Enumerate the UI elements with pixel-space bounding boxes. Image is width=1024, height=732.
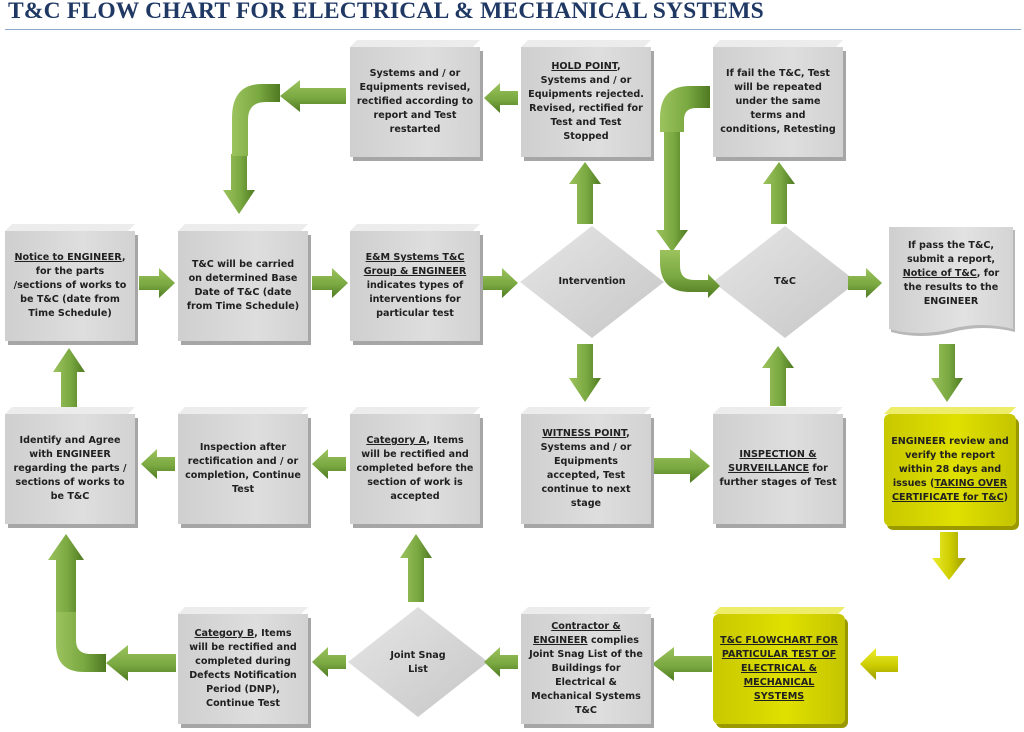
box-contractor-engineer-text: Contractor & ENGINEER complies Joint Sna…: [529, 621, 643, 716]
decision-tc: [713, 226, 857, 338]
arrow-snag-to-category-b: [312, 647, 346, 677]
arrow-witness-to-surveillance: [654, 449, 710, 483]
box-base-date-text: T&C will be carried on determined Base D…: [186, 259, 300, 312]
arrow-notice-to-base: [139, 268, 175, 298]
document-pass-report-text: If pass the T&C, submit a report, Notice…: [902, 240, 1000, 307]
box-identify-agree: Identify and Agree with ENGINEER regardi…: [5, 414, 135, 524]
box-tc-flowchart-text: T&C FLOWCHART FOR PARTICULAR TEST OF ELE…: [720, 635, 838, 702]
box-category-b: Category B, Items will be rectified and …: [178, 614, 308, 724]
document-pass-report: If pass the T&C, submit a report, Notice…: [885, 225, 1017, 337]
box-systems-revised-text: Systems and / or Equipments revised, rec…: [356, 68, 474, 135]
decision-joint-snag: [348, 607, 488, 717]
title-divider: [5, 29, 1021, 30]
box-em-systems-group-text: E&M Systems T&C Group & ENGINEER indicat…: [363, 252, 467, 319]
arrow-curve-top-left: [232, 84, 280, 156]
box-contractor-engineer: Contractor & ENGINEER complies Joint Sna…: [521, 614, 651, 724]
box-retesting-text: If fail the T&C, Test will be repeated u…: [720, 68, 836, 135]
box-em-systems-group: E&M Systems T&C Group & ENGINEER indicat…: [350, 231, 480, 341]
arrow-pass-to-review: [931, 344, 963, 402]
arrow-inspection-to-identify: [141, 449, 175, 479]
box-category-a-text: Category A, Items will be rectified and …: [356, 435, 474, 502]
box-base-date: T&C will be carried on determined Base D…: [178, 231, 308, 341]
box-engineer-review: ENGINEER review and verify the report wi…: [884, 414, 1016, 526]
arrow-tc-to-pass: [848, 268, 882, 298]
box-inspection-after: Inspection after rectification and / or …: [178, 414, 308, 524]
arrow-into-flowchart: [860, 648, 898, 680]
box-inspection-after-text: Inspection after rectification and / or …: [185, 442, 301, 495]
box-systems-revised: Systems and / or Equipments revised, rec…: [350, 47, 480, 157]
decision-intervention-label: Intervention: [558, 276, 626, 287]
decision-intervention: [520, 226, 664, 338]
decision-tc-label: T&C: [774, 276, 796, 287]
box-engineer-review-text: ENGINEER review and verify the report wi…: [891, 436, 1009, 503]
arrow-curve-bottom-left: [56, 612, 106, 672]
box-hold-point-text: HOLD POINT, Systems and / or Equipments …: [528, 61, 644, 142]
box-inspection-surveillance-text: INSPECTION & SURVEILLANCE for further st…: [719, 449, 837, 488]
box-retesting: If fail the T&C, Test will be repeated u…: [713, 47, 843, 157]
box-inspection-surveillance: INSPECTION & SURVEILLANCE for further st…: [713, 414, 843, 524]
arrow-revised-to-base: [280, 80, 346, 112]
arrow-base-to-em: [312, 268, 348, 298]
box-witness-point: WITNESS POINT, Systems and / or Equipmen…: [521, 414, 651, 524]
arrow-snag-to-category-a: [400, 534, 432, 602]
box-hold-point: HOLD POINT, Systems and / or Equipments …: [521, 47, 651, 157]
arrow-category-a-to-inspection: [312, 449, 346, 479]
box-witness-point-text: WITNESS POINT, Systems and / or Equipmen…: [540, 428, 632, 509]
arrow-intervention-to-witness: [569, 344, 601, 402]
arrow-intervention-to-hold: [569, 162, 601, 224]
arrow-surveillance-to-tc: [762, 346, 794, 406]
decision-joint-snag-label: Joint Snag List: [390, 650, 446, 675]
box-tc-flowchart: T&C FLOWCHART FOR PARTICULAR TEST OF ELE…: [713, 614, 845, 724]
box-category-b-text: Category B, Items will be rectified and …: [189, 628, 297, 709]
box-notice-to-engineer: Notice to ENGINEER, for the parts /secti…: [5, 231, 135, 341]
arrow-hold-to-revised: [484, 83, 518, 113]
arrow-review-down: [932, 532, 966, 580]
arrow-revised-down-to-base: [223, 154, 255, 214]
arrow-curve-to-identify: [48, 534, 84, 612]
arrow-identify-to-notice: [53, 348, 85, 408]
box-category-a: Category A, Items will be rectified and …: [350, 414, 480, 524]
box-notice-to-engineer-text: Notice to ENGINEER, for the parts /secti…: [13, 252, 127, 319]
arrow-curve-mid-right: [660, 250, 720, 298]
arrow-contractor-to-snag: [484, 647, 518, 677]
arrow-flowchart-to-contractor: [652, 647, 712, 681]
box-identify-agree-text: Identify and Agree with ENGINEER regardi…: [13, 435, 127, 502]
arrow-em-to-intervention: [482, 268, 518, 298]
arrow-retest-down-to-tc: [656, 130, 688, 252]
arrow-curve-top-right: [660, 86, 710, 132]
page-title: T&C FLOW CHART FOR ELECTRICAL & MECHANIC…: [8, 0, 764, 24]
arrow-tc-to-retest: [763, 162, 795, 224]
arrow-category-b-to-curve: [106, 645, 176, 681]
